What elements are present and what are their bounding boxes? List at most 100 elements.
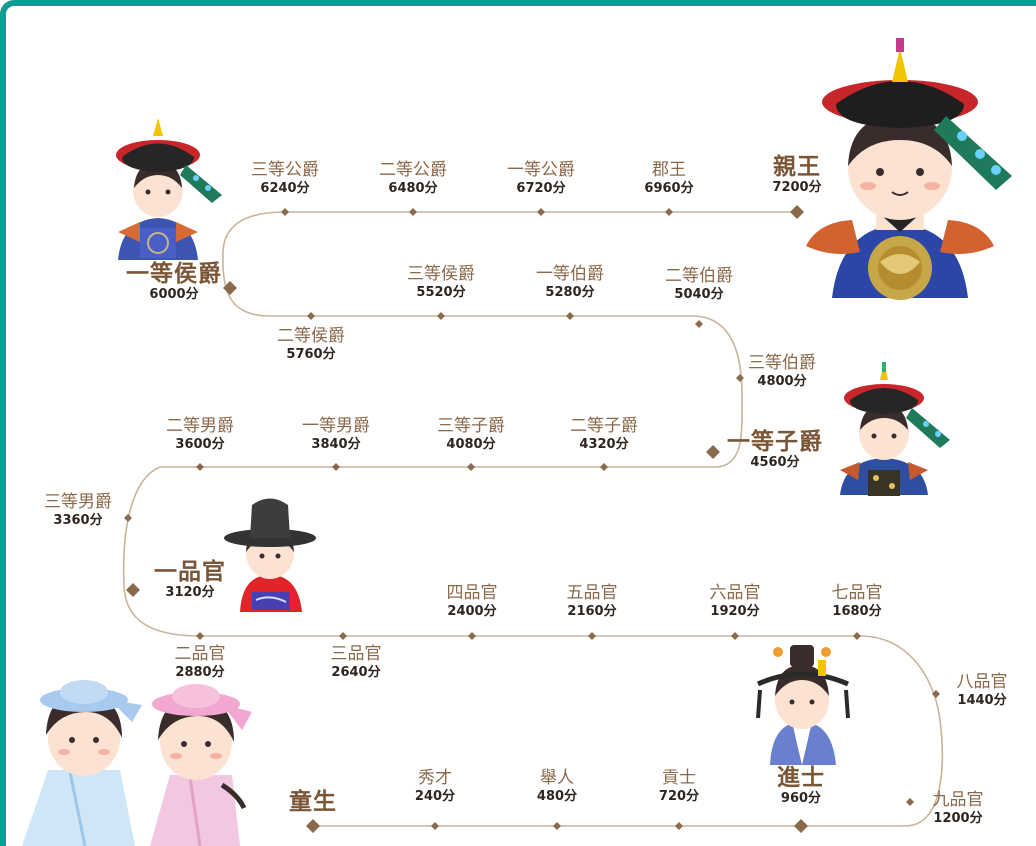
rank-node-markers [124, 205, 940, 833]
node-tongsheng [306, 819, 320, 833]
rank-name: 進士 [777, 765, 825, 791]
node-sanbo [736, 374, 744, 382]
rank-points: 960分 [780, 791, 822, 807]
node-bapin [932, 690, 940, 698]
node-jinshi [794, 819, 808, 833]
rank-points: 3600分 [175, 436, 225, 452]
node-sanhou [437, 312, 445, 320]
student-boy-illustration [22, 680, 142, 846]
rank-points: 240分 [414, 788, 456, 804]
yihou-noble-illustration [116, 118, 222, 260]
rank-name: 童生 [289, 789, 337, 815]
rank-name: 二等子爵 [570, 416, 638, 436]
node-yipin [126, 583, 140, 597]
rank-points: 3120分 [165, 585, 215, 601]
rank-points: 720分 [658, 788, 700, 804]
rank-name: 一等公爵 [507, 160, 575, 180]
node-erhou [307, 312, 315, 320]
rank-label-tongsheng: 童生 [289, 790, 337, 814]
node-yihou [223, 281, 237, 295]
rank-points: 2160分 [567, 603, 617, 619]
rank-name: 三等男爵 [44, 492, 112, 512]
node-jiupin [906, 798, 914, 806]
node-erzi [600, 463, 608, 471]
node-liupin [731, 632, 739, 640]
rank-points: 5520分 [416, 284, 466, 300]
rank-points: 5760分 [286, 346, 336, 362]
rank-points: 480分 [536, 788, 578, 804]
rank-name: 九品官 [932, 790, 984, 810]
jinshi-scholar-illustration [756, 645, 850, 765]
rank-points: 2640分 [331, 664, 381, 680]
rank-points: 4080分 [446, 436, 496, 452]
rank-name: 郡王 [652, 160, 686, 180]
rank-name: 一等伯爵 [536, 264, 604, 284]
student-girl-illustration [150, 684, 252, 846]
yipin-official-illustration [224, 498, 316, 612]
rank-points: 2400分 [447, 603, 497, 619]
rank-name: 三等侯爵 [407, 264, 475, 284]
rank-points: 1920分 [710, 603, 760, 619]
node-yibo [566, 312, 574, 320]
rank-points: 6240分 [260, 180, 310, 196]
rank-name: 三等伯爵 [748, 353, 816, 373]
rank-points: 6000分 [149, 287, 199, 303]
node-sangong [281, 208, 289, 216]
rank-points: 1200分 [933, 810, 983, 826]
rank-points: 1440分 [957, 692, 1007, 708]
rank-points: 3840分 [311, 436, 361, 452]
rank-points: 4320分 [579, 436, 629, 452]
node-yinan [332, 463, 340, 471]
node-yizi [706, 445, 720, 459]
rank-name: 舉人 [539, 768, 574, 788]
rank-points: 7200分 [772, 180, 822, 196]
rank-name: 一等子爵 [727, 429, 823, 455]
node-qinwang [790, 205, 804, 219]
yizi-noble-illustration [840, 362, 950, 496]
rank-points: 4560分 [750, 455, 800, 471]
node-ergong [409, 208, 417, 216]
node-ernan [196, 463, 204, 471]
rank-points: 6960分 [644, 180, 694, 196]
node-sanpin [339, 632, 347, 640]
rank-points: 3360分 [53, 512, 103, 528]
node-sannan [124, 514, 132, 522]
rank-name: 五品官 [566, 583, 618, 603]
rank-name: 二品官 [174, 644, 226, 664]
rank-name: 一品官 [154, 559, 226, 585]
node-sanzi [467, 463, 475, 471]
rank-points: 6480分 [388, 180, 438, 196]
rank-name: 三等公爵 [251, 160, 319, 180]
rank-points: 5280分 [545, 284, 595, 300]
rank-name: 二等伯爵 [665, 266, 733, 286]
rank-name: 二等男爵 [166, 416, 234, 436]
rank-name: 秀才 [417, 768, 452, 788]
rank-points: 4800分 [757, 373, 807, 389]
rank-name: 三等子爵 [437, 416, 505, 436]
node-qipin [853, 632, 861, 640]
node-wupin [588, 632, 596, 640]
rank-name: 一等侯爵 [126, 261, 222, 287]
